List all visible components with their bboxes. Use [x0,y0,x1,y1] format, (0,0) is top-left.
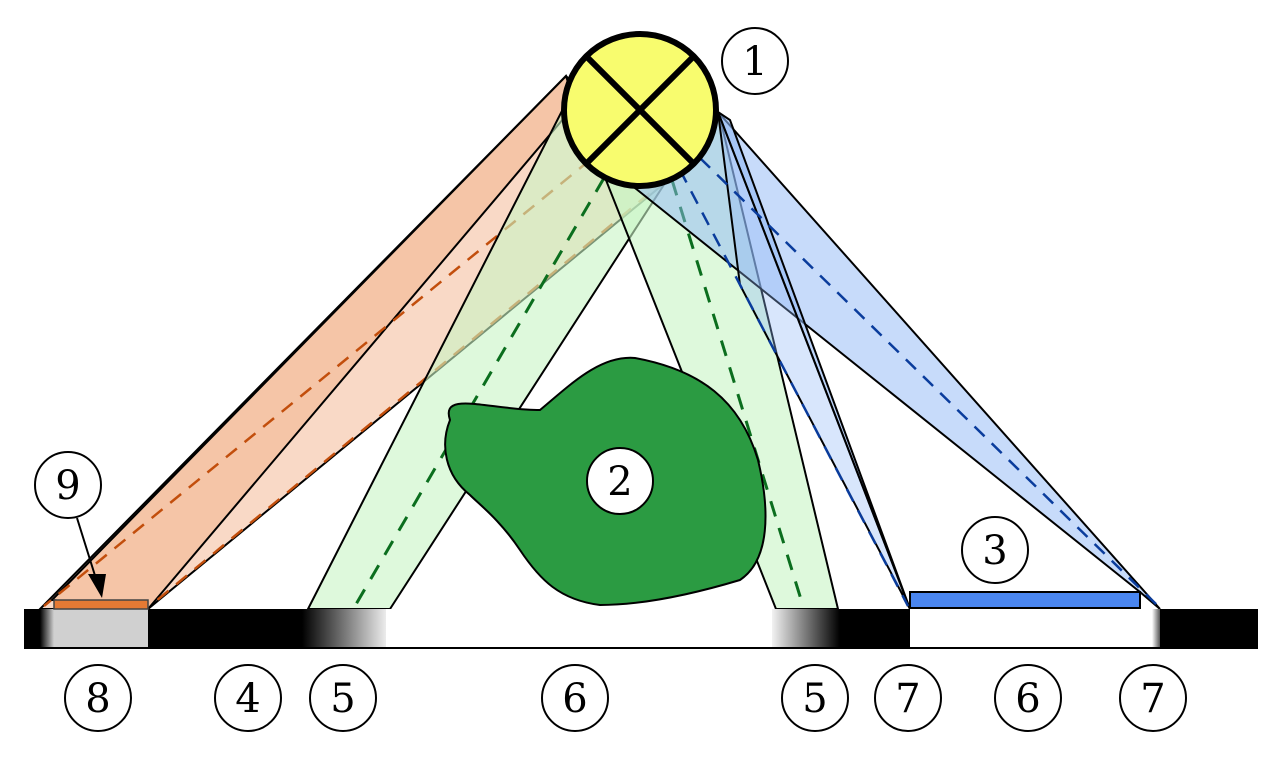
label-6-plate: 6 [994,664,1062,732]
label-2-circle [586,447,654,515]
label-5-right: 5 [781,664,849,732]
blue-plate [909,591,1141,609]
blue-ray-2 [699,157,1159,607]
label-6-plate-circle [994,664,1062,732]
label-8-text: 8 [85,676,110,722]
label-3-text: 3 [982,528,1007,574]
arrow-9-line [76,517,98,583]
label-3-circle [961,516,1029,584]
label-5-left: 5 [309,664,377,732]
label-7-right-text: 7 [1140,676,1165,722]
label-6-plate-text: 6 [1015,676,1040,722]
zone-7-right-gradient [1152,609,1160,648]
label-2-text: 2 [607,459,632,505]
screen-strip [24,609,1258,649]
label-7-right-circle [1119,664,1187,732]
label-1: 1 [721,27,789,95]
light-source [561,31,719,189]
zone-5-right [772,609,840,648]
label-4: 4 [214,664,282,732]
blue-cones [608,109,1161,610]
label-2: 2 [586,447,654,515]
label-7-left-circle [874,664,942,732]
orange-plate [53,599,149,610]
label-7-left-text: 7 [895,676,920,722]
label-4-text: 4 [235,676,260,722]
blue-ray-1 [678,169,910,607]
label-5-right-text: 5 [802,676,827,722]
zone-5-left [302,609,386,648]
arrow-9-head [88,574,106,598]
orange-cones [37,74,669,611]
label-7-right: 7 [1119,664,1187,732]
label-8: 8 [64,664,132,732]
label-9-circle [34,451,102,519]
green-ray-right [670,179,805,607]
zone-8-gradient [40,609,54,648]
label-6-main: 6 [541,664,609,732]
label-6-main-circle [541,664,609,732]
cross-line-2 [583,53,697,167]
orange-ray-1 [43,159,591,607]
zone-6-main [386,609,772,648]
label-5-left-circle [309,664,377,732]
zone-8 [54,609,148,648]
label-9: 9 [34,451,102,519]
label-5-right-circle [781,664,849,732]
label-9-text: 9 [55,463,80,509]
label-8-circle [64,664,132,732]
orange-ray-2 [149,177,669,607]
label-7-left: 7 [874,664,942,732]
zone-6-plate [910,609,1154,648]
label-3: 3 [961,516,1029,584]
label-1-circle [721,27,789,95]
label-1-text: 1 [742,39,767,85]
label-5-left-text: 5 [330,676,355,722]
label-4-circle [214,664,282,732]
label-6-main-text: 6 [562,676,587,722]
